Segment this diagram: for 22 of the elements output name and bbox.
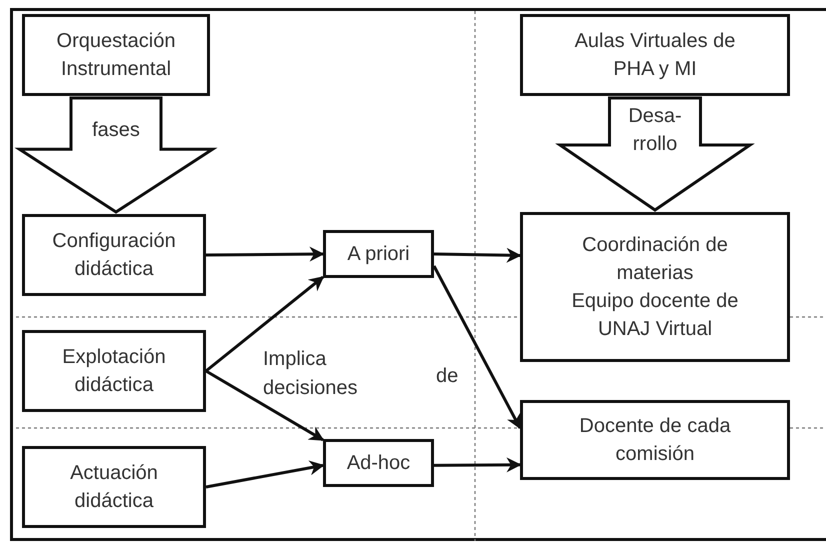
edge-label: Desa- rrollo (627, 104, 683, 157)
arrow (432, 265, 522, 430)
annotation-text: Implica decisiones (263, 347, 359, 401)
process-box: Ad-hoc (323, 439, 434, 487)
process-box: Aulas Virtuales de PHA y MI (520, 14, 790, 96)
edge-label: fases (91, 118, 141, 143)
block-arrow (14, 96, 218, 214)
arrow (205, 276, 324, 372)
arrow (206, 460, 324, 488)
arrow (434, 248, 522, 263)
arrow (434, 457, 522, 472)
process-box: A priori (323, 230, 434, 278)
arrow (205, 370, 324, 442)
arrow (206, 246, 324, 262)
process-box: Actuación didáctica (22, 446, 206, 528)
process-box: Explotación didáctica (22, 330, 206, 412)
block-arrow (555, 96, 755, 212)
process-box: Coordinación de materias Equipo docente de UNAJ Virtual (520, 212, 790, 362)
process-box: Orquestación Instrumental (22, 14, 210, 96)
process-box: Configuración didáctica (22, 214, 206, 296)
process-box: Docente de cada comisión (520, 400, 790, 480)
annotation-text: de (436, 364, 460, 389)
